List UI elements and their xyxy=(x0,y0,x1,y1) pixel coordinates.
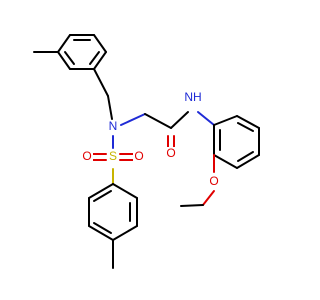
bond-top-ring-6 xyxy=(57,34,71,53)
label-sulfonamide-n: N xyxy=(107,119,119,134)
sulfonyl-o-right-label: O xyxy=(134,149,143,163)
label-carbonyl-o: O xyxy=(165,146,177,161)
bond-ether-o-to-ethyl xyxy=(202,190,215,206)
bond-n-to-acetyl-ch2 xyxy=(120,113,146,126)
label-sulfonyl-o-left: O xyxy=(81,149,93,164)
bond-bottom-ring-3 xyxy=(112,225,138,241)
bond-ch2-to-n xyxy=(107,95,113,120)
bond-right-ring-1 xyxy=(213,115,238,126)
bond-bottom-ring-6 xyxy=(88,183,114,199)
bond-bottom-ring-double-3 xyxy=(93,190,112,202)
bond-right-ring-double-1 xyxy=(237,122,254,132)
molecule-diagram: NH N O O S O O xyxy=(33,34,260,269)
bond-acetyl-ch2-to-carbonyl xyxy=(144,113,172,129)
bond-right-ring-4 xyxy=(236,154,260,169)
bond-top-ring-2 xyxy=(93,34,107,53)
bond-bottom-ring-1 xyxy=(112,183,138,199)
chemical-structure-canvas: NH N O O S O O xyxy=(33,34,260,269)
right-aromatic-ring xyxy=(213,115,260,169)
ether-o-label: O xyxy=(209,174,218,188)
bond-top-ring-double-2 xyxy=(89,51,100,65)
bond-top-ring-5 xyxy=(57,51,71,70)
bond-bottom-ring-double-2 xyxy=(93,222,112,234)
bond-top-ring-double-3 xyxy=(64,51,75,65)
bond-carbonyl-to-amide-n xyxy=(170,111,189,129)
top-aromatic-ring xyxy=(57,34,107,70)
bond-ethyl xyxy=(180,204,204,207)
bond-top-ring-3 xyxy=(93,51,107,70)
bond-right-ring-double-2 xyxy=(237,151,254,162)
sulfur-label: S xyxy=(109,149,117,163)
label-amide-nh: NH xyxy=(182,90,204,105)
bond-amide-n-to-ring xyxy=(197,111,215,126)
label-sulfur: S xyxy=(107,149,119,164)
bond-bottom-ring-4 xyxy=(88,225,114,241)
bond-right-ring-2 xyxy=(236,115,260,129)
amide-nh-label: NH xyxy=(184,90,201,104)
carbonyl-o-label: O xyxy=(166,146,175,160)
bond-benzyl-ch2 xyxy=(93,68,109,97)
label-sulfonyl-o-right: O xyxy=(133,149,145,164)
bottom-aromatic-ring xyxy=(88,183,138,241)
bond-right-ring-5 xyxy=(213,154,238,169)
label-ether-o: O xyxy=(208,174,220,189)
sulfonyl-o-left-label: O xyxy=(82,149,91,163)
sulfonamide-n-label: N xyxy=(109,119,118,133)
